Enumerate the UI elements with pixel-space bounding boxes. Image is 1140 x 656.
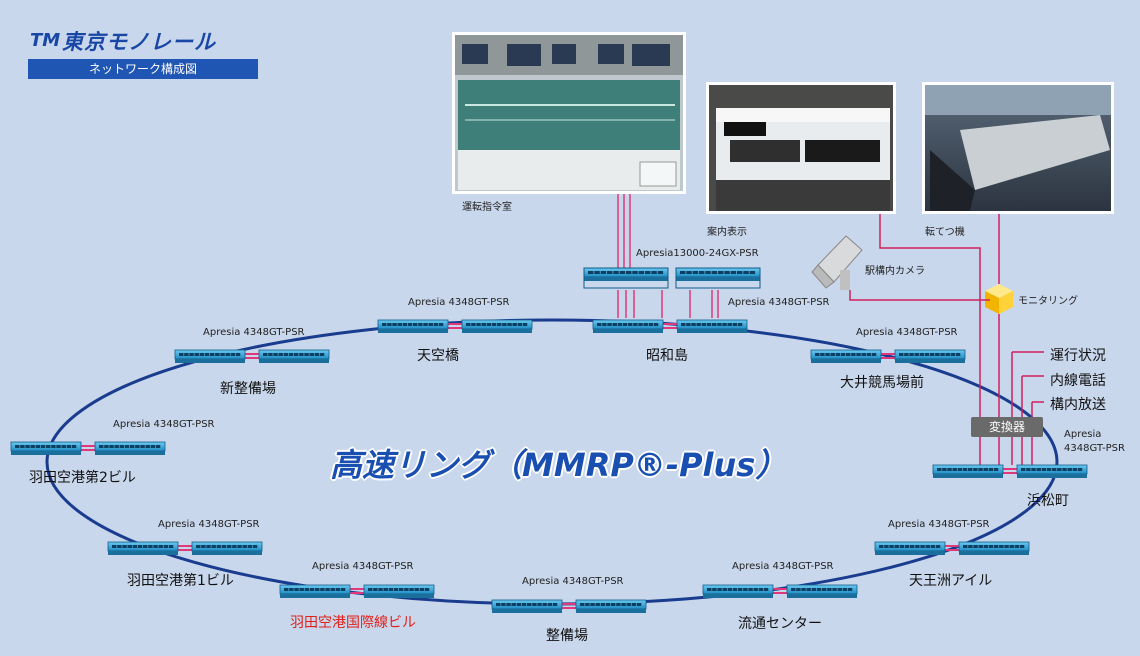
camera-icon bbox=[811, 235, 863, 290]
station-label-haneda-t2: 羽田空港第2ビル bbox=[29, 470, 136, 486]
hamamatsucho-switch-b bbox=[1016, 464, 1088, 478]
model-label-tenkubashi: Apresia 4348GT-PSR bbox=[408, 297, 510, 308]
control-room-photo bbox=[452, 32, 686, 194]
model-label-haneda-t1: Apresia 4348GT-PSR bbox=[158, 519, 260, 530]
station-label-haneda-t1: 羽田空港第1ビル bbox=[127, 573, 234, 589]
showajima-switch-a bbox=[592, 319, 664, 333]
haneda-t2-switch-b bbox=[94, 441, 166, 455]
station-label-tennozu-isle: 天王洲アイル bbox=[909, 573, 993, 589]
haneda-intl-switch-a bbox=[279, 584, 351, 598]
monitoring-label: モニタリング bbox=[1018, 296, 1078, 307]
haneda-intl-switch-b bbox=[363, 584, 435, 598]
ryutsu-center-switch-b bbox=[786, 584, 858, 598]
model-label-seibijo: Apresia 4348GT-PSR bbox=[522, 576, 624, 587]
core-switch-b bbox=[675, 267, 761, 281]
station-label-haneda-intl: 羽田空港国際線ビル bbox=[290, 615, 416, 631]
haneda-t1-switch-a bbox=[107, 541, 179, 555]
core-switch-model-label: Apresia13000-24GX-PSR bbox=[636, 248, 759, 259]
oikeibajomae-switch-b bbox=[894, 349, 966, 363]
hamamatsucho-switch-a bbox=[932, 464, 1004, 478]
diagram-subtitle: ネットワーク構成図 bbox=[28, 59, 258, 79]
switches-layer bbox=[10, 267, 1088, 613]
seibijo-switch-b bbox=[575, 599, 647, 613]
model-label-ryutsu-center: Apresia 4348GT-PSR bbox=[732, 561, 834, 572]
model-label-haneda-intl: Apresia 4348GT-PSR bbox=[312, 561, 414, 572]
shin-seibijo-switch-a bbox=[174, 349, 246, 363]
brand-logo-mark: TM bbox=[30, 30, 61, 51]
haneda-t1-switch-b bbox=[191, 541, 263, 555]
station-broadcast-label: 構内放送 bbox=[1050, 397, 1106, 413]
info-display-label: 案内表示 bbox=[707, 227, 747, 238]
model-label-showajima: Apresia 4348GT-PSR bbox=[728, 297, 830, 308]
internal-phone-label: 内線電話 bbox=[1050, 373, 1106, 389]
switch-machine-photo bbox=[922, 82, 1114, 214]
station-label-ryutsu-center: 流通センター bbox=[738, 616, 822, 632]
seibijo-switch-a bbox=[491, 599, 563, 613]
station-label-seibijo: 整備場 bbox=[546, 628, 588, 644]
links-layer bbox=[617, 194, 719, 318]
shin-seibijo-switch-b bbox=[258, 349, 330, 363]
showajima-switch-b bbox=[676, 319, 748, 333]
model-label-tennozu-isle: Apresia 4348GT-PSR bbox=[888, 519, 990, 530]
station-label-oikeibajomae: 大井競馬場前 bbox=[840, 375, 924, 391]
operation-status-label: 運行状況 bbox=[1050, 348, 1106, 364]
station-label-hamamatsucho: 浜松町 bbox=[1027, 493, 1069, 509]
haneda-t2-switch-a bbox=[10, 441, 82, 455]
model-label-hamamatsucho: Apresia 4348GT-PSR bbox=[1064, 429, 1125, 454]
tenkubashi-switch-a bbox=[377, 319, 449, 333]
ryutsu-center-switch-a bbox=[702, 584, 774, 598]
control-room-label: 運転指令室 bbox=[462, 202, 512, 213]
station-label-showajima: 昭和島 bbox=[646, 348, 688, 364]
converter-box: 変換器 bbox=[971, 417, 1043, 437]
monitoring-cube-icon bbox=[985, 284, 1013, 314]
ring-title: 高速リング（MMRP®-Plus） bbox=[330, 446, 788, 484]
core-switch-b-frame bbox=[675, 267, 761, 289]
core-switch-a-frame bbox=[583, 267, 669, 289]
oikeibajomae-switch-a bbox=[810, 349, 882, 363]
station-camera-label: 駅構内カメラ bbox=[865, 266, 925, 277]
model-label-shin-seibijo: Apresia 4348GT-PSR bbox=[203, 327, 305, 338]
switch-machine-label: 転てつ機 bbox=[925, 227, 965, 238]
model-label-haneda-t2: Apresia 4348GT-PSR bbox=[113, 419, 215, 430]
tennozu-isle-switch-a bbox=[874, 541, 946, 555]
tenkubashi-switch-b bbox=[461, 319, 533, 333]
station-label-tenkubashi: 天空橋 bbox=[417, 348, 459, 364]
brand-logo: 東京モノレール bbox=[62, 30, 216, 54]
info-display-photo bbox=[706, 82, 896, 214]
tennozu-isle-switch-b bbox=[958, 541, 1030, 555]
core-switch-a bbox=[583, 267, 669, 281]
model-label-oikeibajomae: Apresia 4348GT-PSR bbox=[856, 327, 958, 338]
station-label-shin-seibijo: 新整備場 bbox=[220, 381, 276, 397]
